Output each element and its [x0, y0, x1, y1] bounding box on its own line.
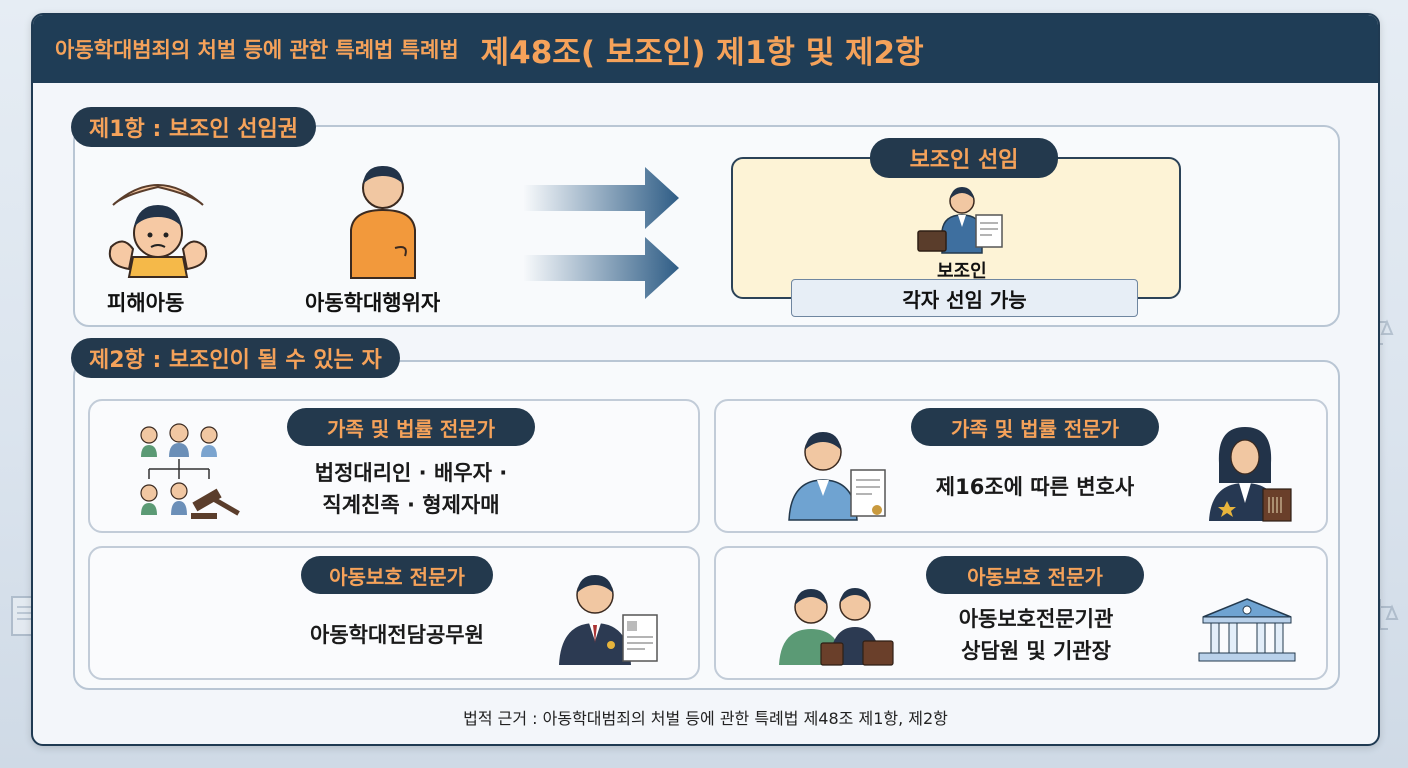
section2-label: 제2항 : 보조인이 될 수 있는 자 — [71, 338, 400, 378]
assistant-icon — [917, 187, 1003, 254]
title-bar: 아동학대범죄의 처벌 등에 관한 특례법 특례법 제48조( 보조인) 제1항 … — [33, 15, 1378, 83]
assistant-label: 보조인 — [937, 261, 987, 282]
lawyer-icon — [788, 432, 886, 521]
card-family-line2: 직계친족 · 형제자매 — [322, 493, 500, 517]
protecting-hands-icon — [108, 184, 208, 278]
article-title: 제48조( 보조인) 제1항 및 제2항 — [480, 34, 924, 71]
card-official-line1: 아동학대전담공무원 — [310, 623, 484, 647]
victim-label: 피해아동 — [107, 291, 185, 315]
card-official-pill: 아동보호 전문가 — [301, 556, 493, 594]
card-counselor-line2: 상담원 및 기관장 — [961, 639, 1111, 663]
legal-basis-footer: 법적 근거 : 아동학대범죄의 처벌 등에 관한 특례법 제48조 제1항, 제… — [463, 709, 948, 728]
infographic-frame: 아동학대범죄의 처벌 등에 관한 특례법 특례법 제48조( 보조인) 제1항 … — [31, 13, 1380, 746]
card-counselor-line1: 아동보호전문기관 — [958, 607, 1114, 631]
card-family-pill: 가족 및 법률 전문가 — [287, 408, 535, 446]
law-title: 아동학대범죄의 처벌 등에 관한 특례법 특례법 — [55, 38, 459, 62]
appointment-note-text: 각자 선임 가능 — [902, 287, 1027, 312]
card-lawyer-line1: 제16조에 따른 변호사 — [935, 475, 1135, 499]
offender-label: 아동학대행위자 — [305, 291, 441, 315]
official-icon — [559, 575, 658, 665]
appointment-title: 보조인 선임 — [870, 138, 1058, 178]
card-counselor-pill: 아동보호 전문가 — [926, 556, 1144, 594]
officer-icon — [1209, 427, 1292, 522]
section1-label: 제1항 : 보조인 선임권 — [71, 107, 317, 147]
adult-icon — [350, 166, 416, 279]
appointment-note: 각자 선임 가능 — [791, 279, 1138, 317]
card-family-line1: 법정대리인 · 배우자 · — [314, 461, 508, 485]
arrow-icon — [523, 167, 679, 299]
card-lawyer-pill: 가족 및 법률 전문가 — [911, 408, 1159, 446]
family-tree-icon — [140, 423, 240, 519]
counselor-icon — [779, 588, 894, 666]
building-icon — [1198, 598, 1296, 662]
